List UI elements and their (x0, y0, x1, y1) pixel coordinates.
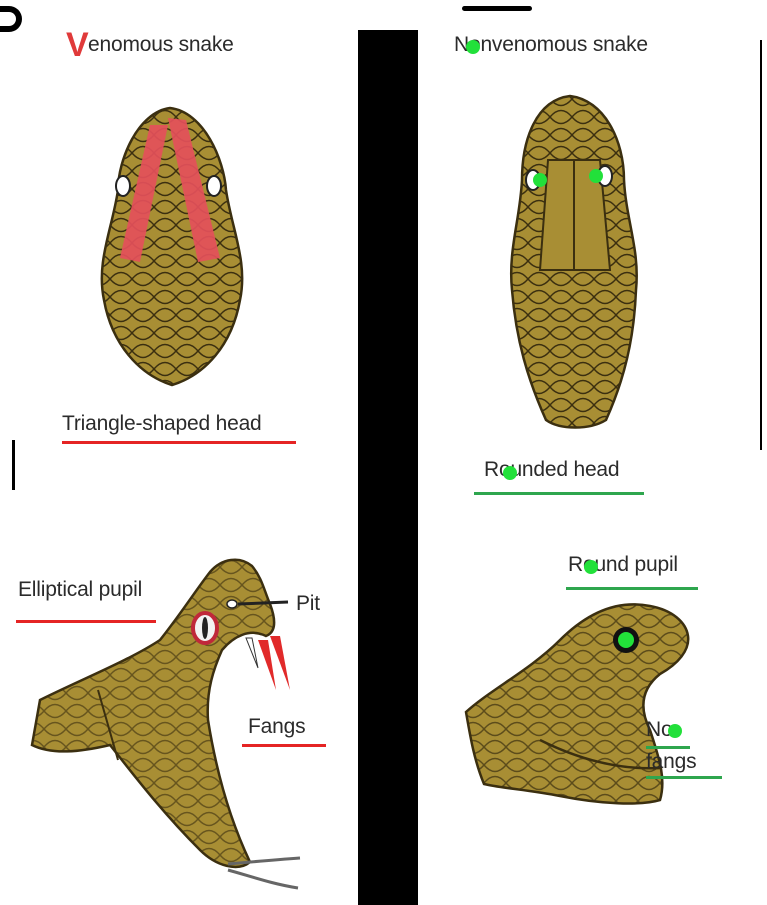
no-fangs-highlight-dot (668, 724, 682, 738)
no-fangs-label-line2: fangs (646, 750, 696, 774)
no-fangs-underline-2 (646, 776, 722, 779)
no-fangs-underline-1 (646, 746, 690, 749)
